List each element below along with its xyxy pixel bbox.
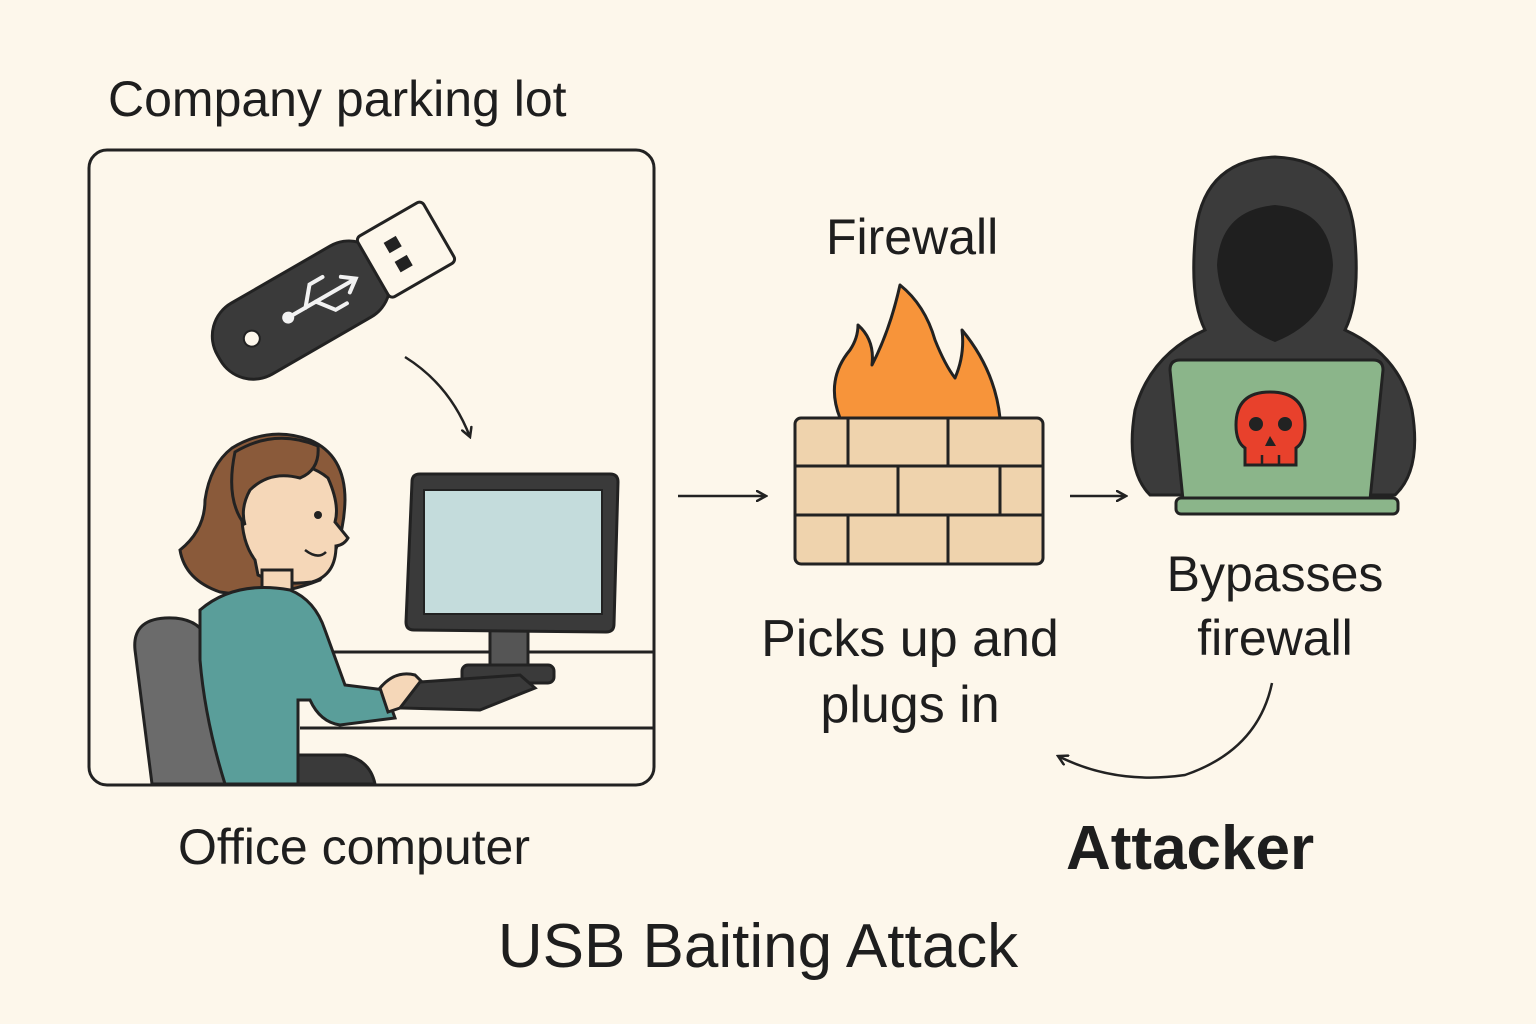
firewall-label: Firewall — [826, 209, 999, 265]
desk — [300, 650, 654, 730]
keyboard-icon — [397, 673, 538, 712]
bypasses-firewall-label: Bypasses firewall — [1166, 546, 1384, 666]
attacker-label: Attacker — [1066, 814, 1315, 883]
office-computer-label: Office computer — [178, 819, 531, 875]
arrow-icon — [1058, 682, 1274, 779]
usb-drive-icon — [210, 200, 457, 381]
arrow-icon — [404, 355, 470, 437]
picks-up-label: Picks up and plugs in — [761, 610, 1059, 734]
brick-wall-icon — [793, 416, 1045, 566]
office-worker-icon — [178, 432, 430, 786]
skull-icon — [1234, 390, 1307, 467]
desktop-monitor-icon — [404, 472, 620, 685]
diagram-title: USB Baiting Attack — [497, 912, 1019, 981]
parking-lot-label: Company parking lot — [108, 71, 567, 127]
flame-icon — [832, 283, 1002, 420]
